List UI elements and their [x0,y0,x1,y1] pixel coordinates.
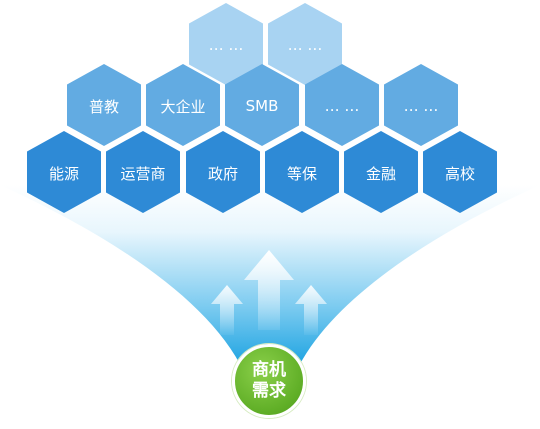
hex-label: … … [324,97,360,115]
hex-label: SMB [245,97,279,115]
hex-security-compliance[interactable]: 等保 [265,131,339,213]
hex-carrier[interactable]: 运营商 [106,131,180,213]
hex-label: 大企业 [160,97,206,116]
hex-label: 等保 [286,164,317,183]
circle-label: 商机需求 [252,360,286,401]
hex-label: 高校 [444,164,475,183]
hex-label: … … [403,97,439,115]
hex-more-4[interactable]: … … [384,64,458,146]
hex-label: 能源 [48,164,79,183]
hex-label: 政府 [207,164,238,183]
hex-energy[interactable]: 能源 [27,131,101,213]
hex-finance[interactable]: 金融 [344,131,418,213]
hex-label: 运营商 [120,164,166,183]
up-arrow-large-icon [244,250,294,330]
business-demand-circle[interactable]: 商机需求 [232,344,306,418]
hex-government[interactable]: 政府 [186,131,260,213]
up-arrow-right-icon [295,285,327,335]
hex-label: … … [208,36,244,54]
hex-label: … … [287,36,323,54]
hex-label: 普教 [88,97,119,116]
hex-more-3[interactable]: … … [305,64,379,146]
up-arrow-left-icon [211,285,243,335]
hex-label: 金融 [365,164,396,183]
hex-university[interactable]: 高校 [423,131,497,213]
